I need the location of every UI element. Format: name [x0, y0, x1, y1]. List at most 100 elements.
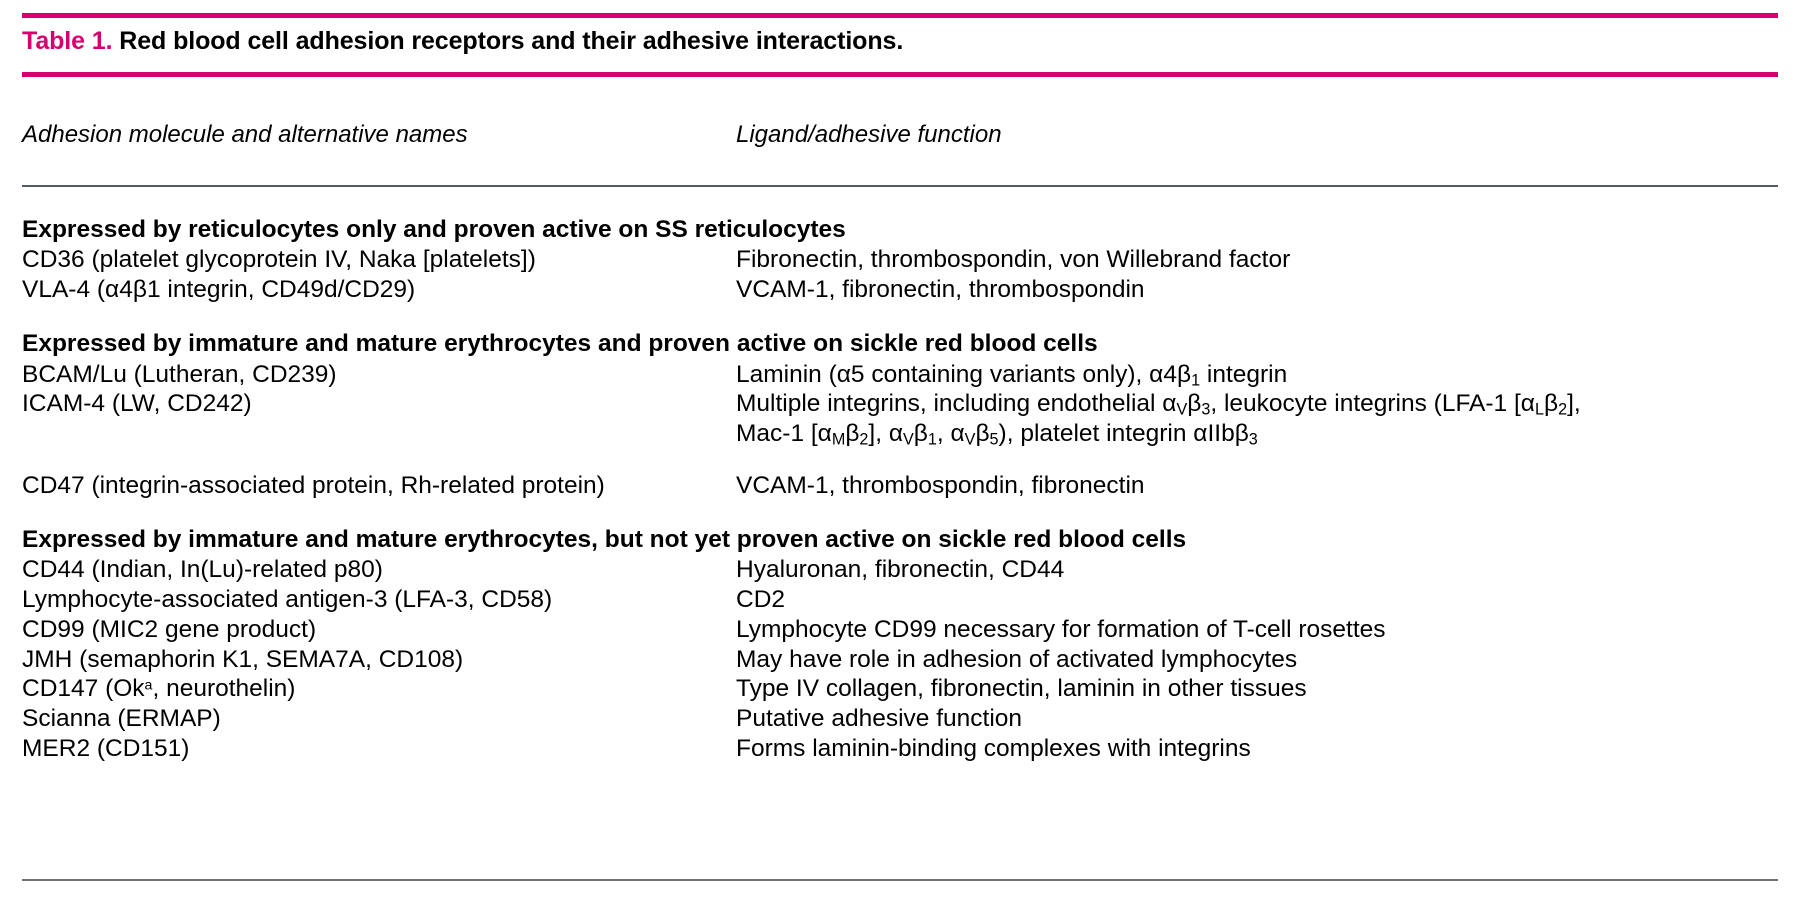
ligand-line: May have role in adhesion of activated l… [736, 645, 1298, 673]
cell-ligand-function: Type IV collagen, fibronectin, laminin i… [736, 674, 1778, 704]
molecule-name: CD36 (platelet glycoprotein IV, Naka [pl… [22, 246, 536, 274]
caption-text: Red blood cell adhesion receptors and th… [119, 27, 904, 55]
ligand-line: Type IV collagen, fibronectin, laminin i… [736, 675, 1307, 703]
column-header-ligand-function: Ligand/adhesive function [736, 120, 1002, 148]
table-row: CD47 (integrin-associated protein, Rh-re… [22, 471, 1778, 501]
subscript: 3 [1201, 400, 1211, 419]
subscript: 2 [1558, 400, 1568, 419]
cell-adhesion-molecule: Lymphocyte-associated antigen-3 (LFA-3, … [22, 585, 736, 615]
cell-ligand-function: Lymphocyte CD99 necessary for formation … [736, 615, 1778, 645]
table-row: MER2 (CD151) Forms laminin-binding compl… [22, 734, 1778, 764]
table-row: CD44 (Indian, In(Lu)-related p80) Hyalur… [22, 555, 1778, 585]
table-row: Scianna (ERMAP) Putative adhesive functi… [22, 704, 1778, 734]
table-row: CD99 (MIC2 gene product) Lymphocyte CD99… [22, 615, 1778, 645]
ligand-line: VCAM-1, thrombospondin, fibronectin [736, 471, 1145, 499]
cell-ligand-function: CD2 [736, 585, 1778, 615]
cell-ligand-function: Multiple integrins, including endothelia… [736, 389, 1778, 449]
accent-rule-bottom [22, 71, 1778, 77]
cell-ligand-function: VCAM-1, fibronectin, thrombospondin [736, 275, 1778, 305]
subscript: V [1176, 400, 1188, 419]
cell-ligand-function: VCAM-1, thrombospondin, fibronectin [736, 471, 1778, 501]
cell-adhesion-molecule: JMH (semaphorin K1, SEMA7A, CD108) [22, 645, 736, 675]
group-title: Expressed by reticulocytes only and prov… [22, 215, 846, 243]
subscript: 2 [859, 430, 869, 449]
bottom-rule-container [22, 879, 1778, 881]
cell-adhesion-molecule: BCAM/Lu (Lutheran, CD239) [22, 360, 736, 390]
cell-ligand-function: Forms laminin-binding complexes with int… [736, 734, 1778, 764]
cell-ligand-function: Hyaluronan, fibronectin, CD44 [736, 555, 1778, 585]
molecule-name: CD44 (Indian, In(Lu)-related p80) [22, 556, 383, 584]
molecule-name: VLA-4 (α4β1 integrin, CD49d/CD29) [22, 276, 416, 304]
molecule-name: Lymphocyte-associated antigen-3 (LFA-3, … [22, 586, 553, 614]
column-header-adhesion-molecule: Adhesion molecule and alternative names [22, 120, 468, 148]
subscript: 1 [927, 430, 937, 449]
molecule-name: ICAM-4 (LW, CD242) [22, 390, 252, 418]
cell-adhesion-molecule: CD147 (Oka, neurothelin) [22, 674, 736, 704]
cell-adhesion-molecule: Scianna (ERMAP) [22, 704, 736, 734]
ligand-line: VCAM-1, fibronectin, thrombospondin [736, 276, 1145, 304]
group-title: Expressed by immature and mature erythro… [22, 329, 1098, 357]
cell-adhesion-molecule: VLA-4 (α4β1 integrin, CD49d/CD29) [22, 275, 736, 305]
table-row: CD147 (Oka, neurothelin) Type IV collage… [22, 674, 1778, 704]
table-row: Lymphocyte-associated antigen-3 (LFA-3, … [22, 585, 1778, 615]
cell-ligand-function: Laminin (α5 containing variants only), α… [736, 360, 1778, 390]
ligand-text: Multiple integrins, including endothelia… [736, 390, 1177, 418]
subscript: 3 [1248, 430, 1258, 449]
ligand-text: , leukocyte integrins (LFA-1 [α [1210, 390, 1535, 418]
subscript: L [1534, 400, 1544, 419]
ligand-line: Laminin (α5 containing variants only), α… [736, 360, 1778, 390]
molecule-name: JMH (semaphorin K1, SEMA7A, CD108) [22, 645, 464, 673]
subscript: M [831, 430, 846, 449]
accent-rule-top [22, 13, 1778, 18]
ligand-text: ], α [868, 420, 904, 448]
ligand-line: Multiple integrins, including endothelia… [736, 389, 1778, 419]
molecule-name: CD47 (integrin-associated protein, Rh-re… [22, 471, 605, 499]
table-group: Expressed by immature and mature erythro… [22, 525, 1778, 764]
table-figure: Table 1. Red blood cell adhesion recepto… [0, 13, 1800, 905]
subscript: V [964, 430, 976, 449]
ligand-text: β [845, 420, 860, 448]
ligand-text: β [1187, 390, 1202, 418]
table-row: CD36 (platelet glycoprotein IV, Naka [pl… [22, 245, 1778, 275]
ligand-text: β [913, 420, 928, 448]
subscript: 1 [1191, 371, 1201, 390]
table-row: BCAM/Lu (Lutheran, CD239) Laminin (α5 co… [22, 360, 1778, 390]
ligand-text: Mac-1 [α [736, 420, 832, 448]
ligand-line: Lymphocyte CD99 necessary for formation … [736, 615, 1386, 643]
superscript: a [144, 678, 153, 695]
cell-adhesion-molecule: CD44 (Indian, In(Lu)-related p80) [22, 555, 736, 585]
header-divider-rule [22, 184, 1778, 187]
table-group: Expressed by reticulocytes only and prov… [22, 215, 1778, 305]
ligand-text: β [975, 420, 990, 448]
subscript: 5 [989, 430, 999, 449]
molecule-name: MER2 (CD151) [22, 734, 190, 762]
molecule-name: CD147 (Ok [22, 675, 145, 703]
ligand-line: Putative adhesive function [736, 705, 1023, 733]
subscript: V [903, 430, 914, 449]
cell-adhesion-molecule: MER2 (CD151) [22, 734, 736, 764]
table-body: Expressed by reticulocytes only and prov… [22, 187, 1778, 764]
ligand-text: ], [1567, 390, 1581, 418]
ligand-text: β [1543, 390, 1559, 418]
molecule-name-cont: , neurothelin) [152, 675, 296, 703]
table-row: JMH (semaphorin K1, SEMA7A, CD108) May h… [22, 645, 1778, 675]
cell-adhesion-molecule: ICAM-4 (LW, CD242) [22, 389, 736, 419]
ligand-line: Mac-1 [αMβ2], αVβ1, αVβ5), platelet inte… [736, 419, 1778, 449]
ligand-line: Forms laminin-binding complexes with int… [736, 734, 1251, 762]
ligand-line: CD2 [736, 586, 786, 614]
cell-ligand-function: Putative adhesive function [736, 704, 1778, 734]
molecule-name: BCAM/Lu (Lutheran, CD239) [22, 360, 337, 388]
table-group: Expressed by immature and mature erythro… [22, 329, 1778, 501]
cell-ligand-function: May have role in adhesion of activated l… [736, 645, 1778, 675]
table-caption: Table 1. Red blood cell adhesion recepto… [22, 18, 1778, 61]
ligand-text: , α [936, 420, 965, 448]
ligand-line: Fibronectin, thrombospondin, von Willebr… [736, 246, 1291, 274]
column-header-row: Adhesion molecule and alternative names … [22, 77, 1778, 185]
group-title: Expressed by immature and mature erythro… [22, 525, 1187, 553]
ligand-text: ), platelet integrin αIIbβ [998, 420, 1249, 448]
bottom-rule [22, 879, 1778, 881]
cell-adhesion-molecule: CD47 (integrin-associated protein, Rh-re… [22, 471, 736, 501]
ligand-text: Laminin (α5 containing variants only), α… [736, 360, 1192, 388]
ligand-text: integrin [1200, 360, 1288, 388]
cell-adhesion-molecule: CD36 (platelet glycoprotein IV, Naka [pl… [22, 245, 736, 275]
